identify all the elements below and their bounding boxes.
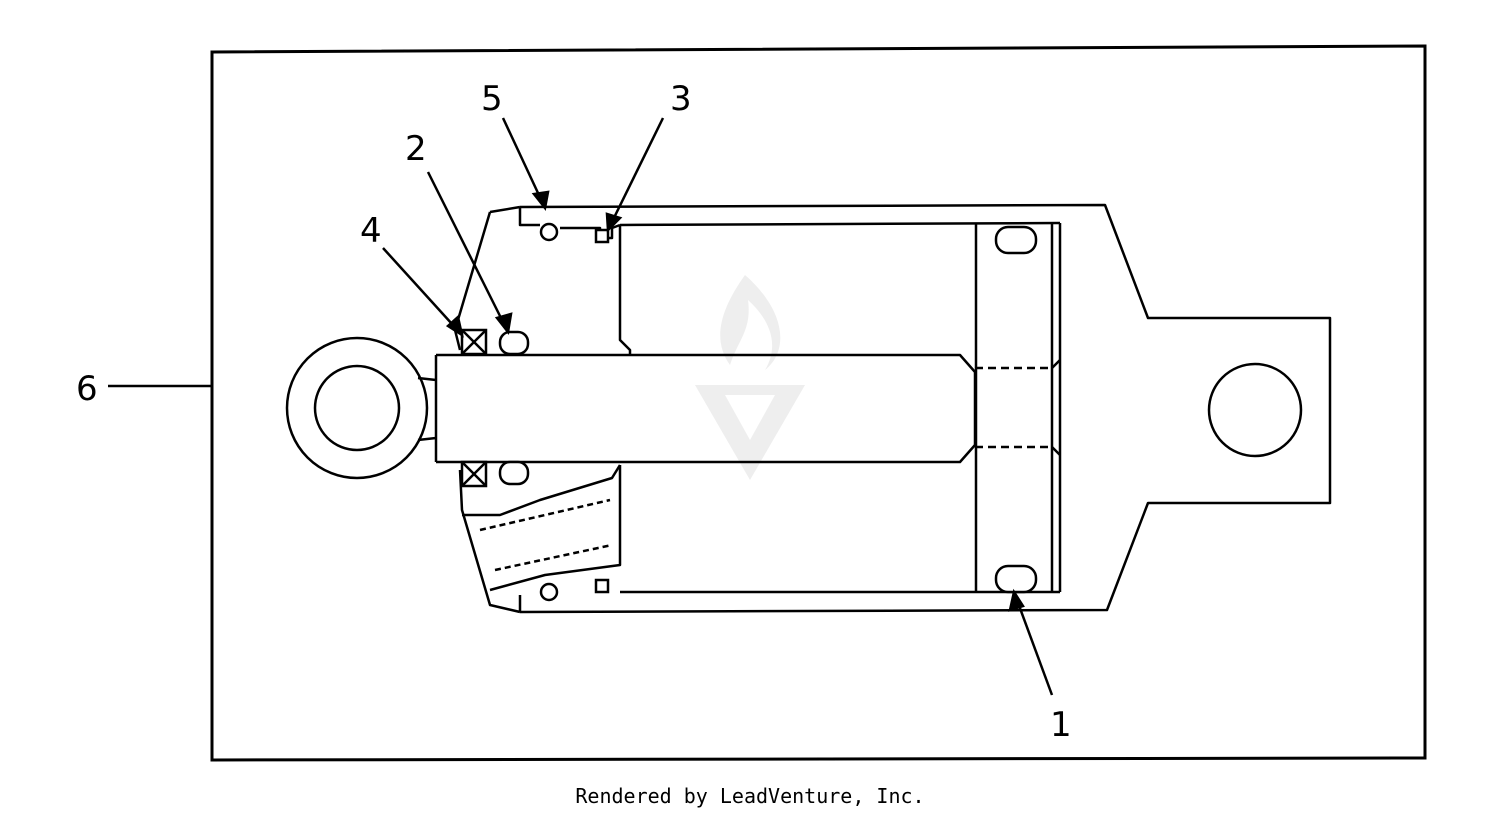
- callout-2: 2: [405, 129, 427, 169]
- flame-logo-icon: [695, 275, 805, 480]
- callout-labels: 1 2 3 4 5 6: [76, 79, 1072, 745]
- callout-4: 4: [360, 211, 382, 251]
- mount-eye: [1207, 362, 1303, 458]
- leadventure-watermark: [695, 275, 805, 480]
- seals: [460, 222, 1038, 602]
- gland-lower: [458, 469, 522, 614]
- callout-6: 6: [76, 369, 98, 409]
- hydraulic-cylinder-diagram: 1 2 3 4 5 6: [76, 44, 1427, 762]
- rendered-by-footer: Rendered by LeadVenture, Inc.: [575, 784, 925, 808]
- barrel-outer: [519, 203, 1332, 614]
- cylinder: [285, 203, 1332, 614]
- piston-rod: [436, 353, 977, 464]
- gland-upper: [453, 205, 540, 351]
- leader-lines: [108, 117, 1054, 696]
- rod-eye-inner: [313, 364, 401, 452]
- diagram-frame: [210, 44, 1427, 762]
- callout-5: 5: [481, 79, 503, 119]
- callout-3: 3: [670, 79, 692, 119]
- rod-eye-outer: [285, 336, 429, 480]
- callout-1: 1: [1050, 705, 1072, 745]
